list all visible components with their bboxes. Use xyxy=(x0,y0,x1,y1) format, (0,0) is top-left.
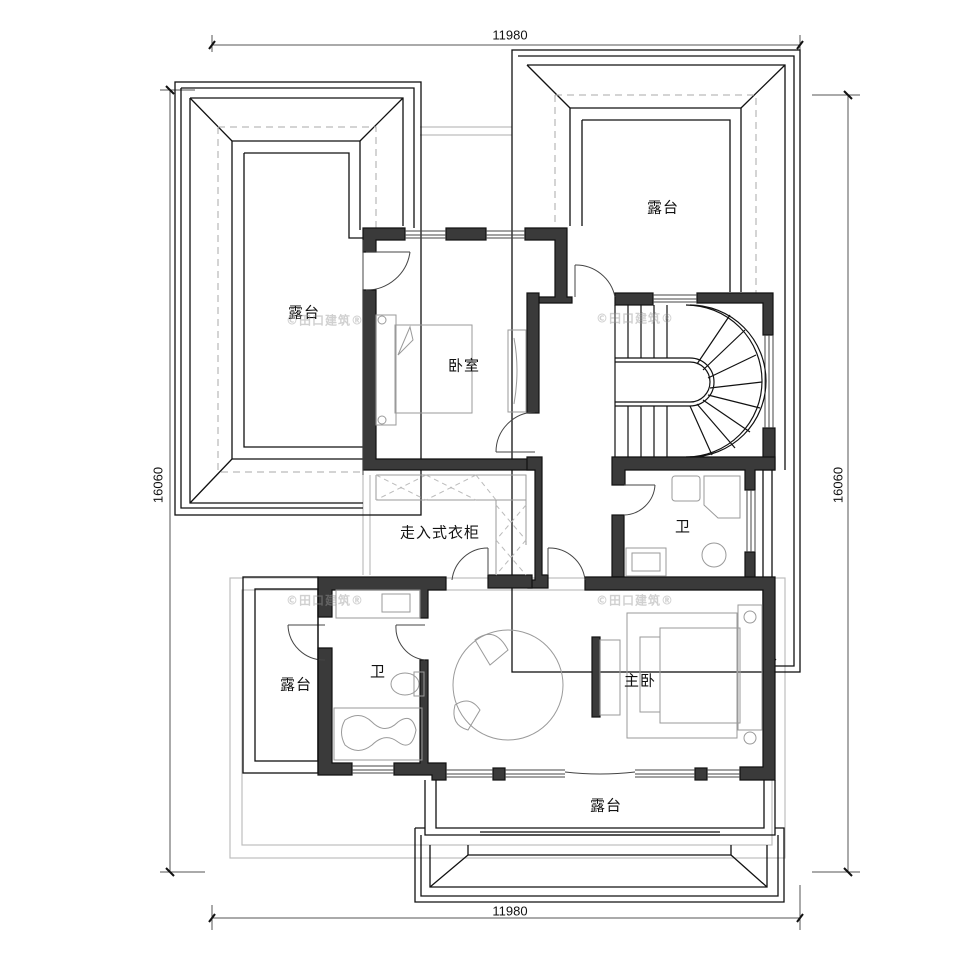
terrace-top-right-outline xyxy=(511,49,801,673)
dimension-bottom-width: 11980 xyxy=(492,903,528,919)
dimension-left-height: 16060 xyxy=(150,466,166,504)
watermark: ©田口建筑® xyxy=(595,593,675,608)
furniture xyxy=(333,314,763,761)
dimension-lines xyxy=(160,35,860,930)
dimension-top-width: 11980 xyxy=(492,27,528,43)
watermark: ©田口建筑® xyxy=(285,313,365,328)
terrace-left-outline xyxy=(174,81,422,516)
spiral-stair xyxy=(614,304,767,458)
walls xyxy=(317,227,776,781)
room-label-master-bedroom: 主卧 xyxy=(623,671,657,690)
watermark: ©田口建筑® xyxy=(285,593,365,608)
dimension-right-height: 16060 xyxy=(830,466,846,504)
room-label-terrace-small-left: 露台 xyxy=(279,675,313,694)
room-label-terrace-bottom: 露台 xyxy=(589,796,623,815)
room-label-bathroom-right: 卫 xyxy=(674,517,692,536)
watermark: ©田口建筑® xyxy=(595,311,675,326)
room-label-walk-in-closet: 走入式衣柜 xyxy=(399,523,481,542)
room-label-terrace-top-right: 露台 xyxy=(646,198,680,217)
room-label-bedroom: 卧室 xyxy=(447,356,481,375)
room-label-bathroom-left: 卫 xyxy=(369,662,387,681)
room-label-terrace-left: 露台 xyxy=(287,303,321,322)
